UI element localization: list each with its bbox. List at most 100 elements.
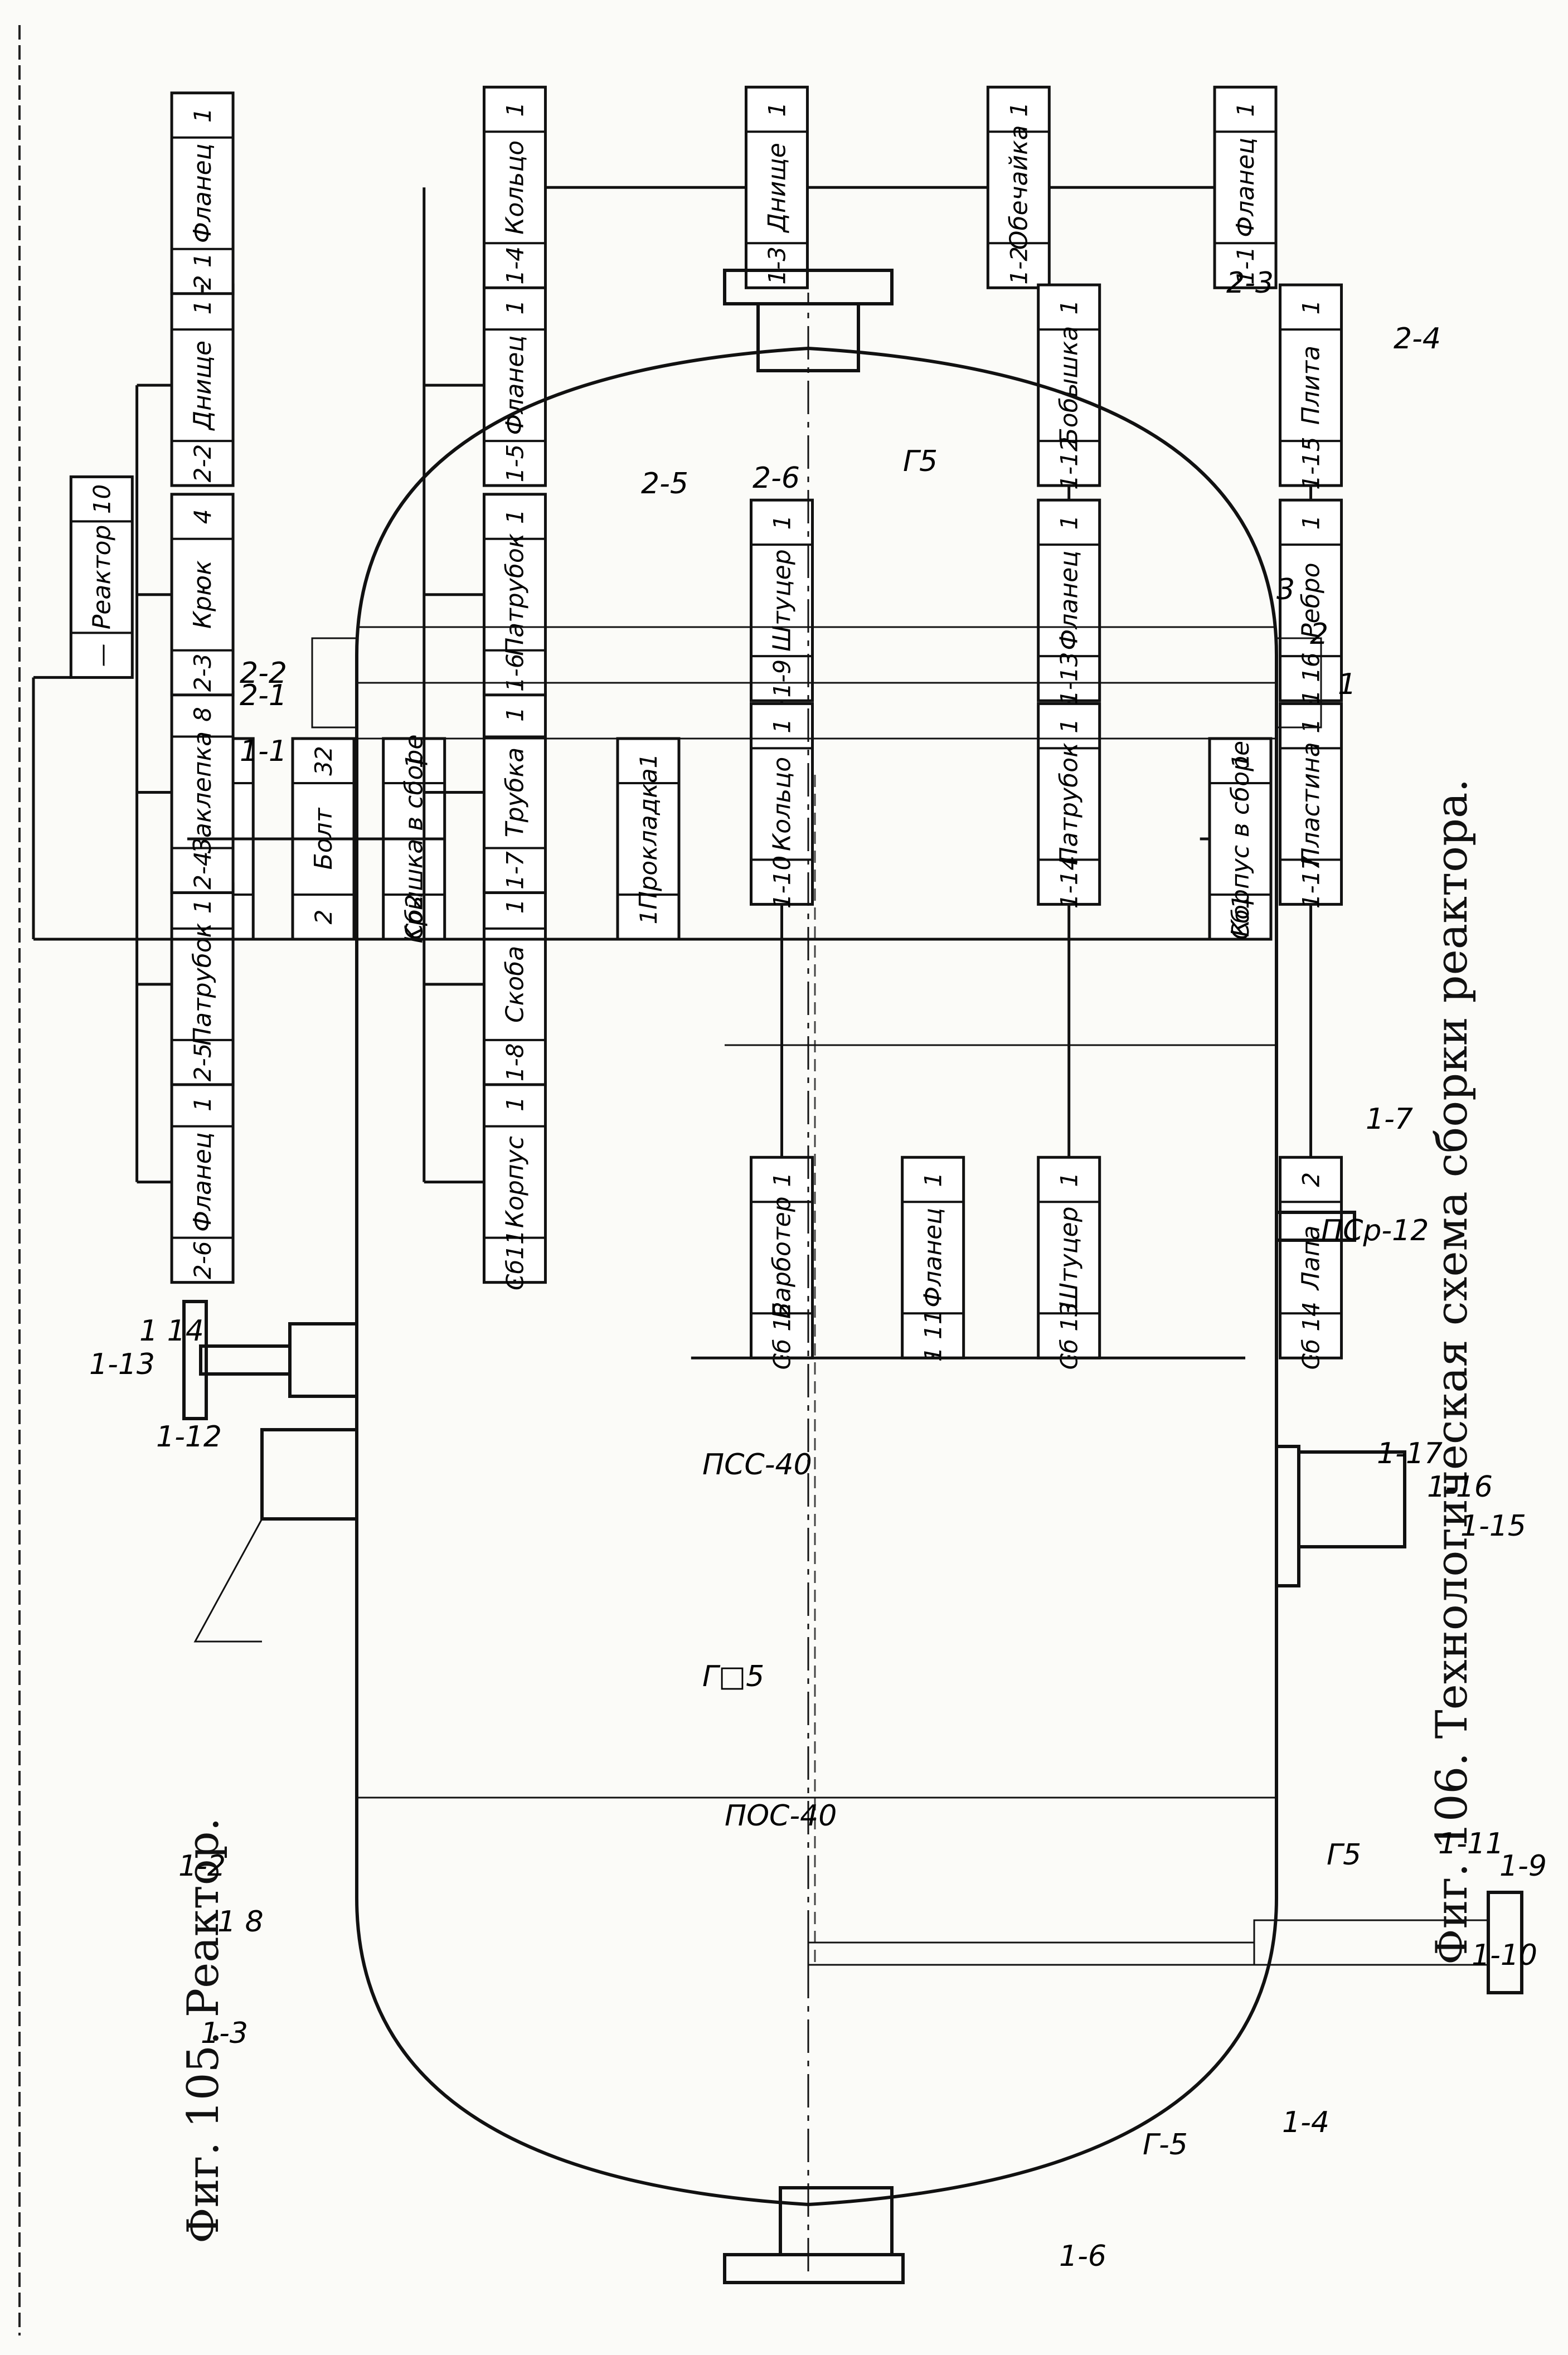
scheme-box-qty: 1 <box>501 899 528 914</box>
scheme-box-code: 1-14 <box>1056 856 1083 909</box>
scheme-box-qty: 1 <box>501 1096 528 1111</box>
scheme-box-f-1-16: 1 16 Ребро 1 <box>1279 498 1343 705</box>
reactor-label-1-6: 1-6 <box>1059 2240 1106 2273</box>
scheme-box-qty: 1 <box>920 1172 947 1187</box>
scheme-box-name: Плита <box>1297 346 1326 425</box>
scheme-box-code: 1-1 <box>1232 246 1259 285</box>
scheme-box-frame <box>69 475 134 679</box>
scheme-box-qty: 1 <box>1005 102 1032 117</box>
scheme-box-qty: 1 <box>1056 1172 1083 1187</box>
scheme-box-f-1-3: 1-3 Днище 1 <box>744 85 809 289</box>
reactor-label-2-3: 2-3 <box>1226 266 1274 300</box>
lug-plate <box>1275 1445 1300 1587</box>
scheme-box-name: Фланец <box>919 1208 948 1308</box>
scheme-box-qty: 1 <box>1298 515 1325 530</box>
scheme-box-code: 1-3 <box>763 246 790 285</box>
scheme-box-name: Днище <box>188 341 217 431</box>
scheme-box-code: 2-5 <box>189 1043 216 1082</box>
reactor-label-1-7: 1-7 <box>1366 1103 1413 1136</box>
bolt-left <box>311 637 358 729</box>
scheme-box-name: Патрубок <box>501 533 529 656</box>
scheme-box-name: Фланец <box>1231 138 1260 237</box>
scheme-box-code: 1-6 <box>501 653 528 692</box>
scheme-box-code: 1-4 <box>501 246 528 285</box>
reactor-label-2-2: 2-2 <box>240 657 287 690</box>
side-nozzle-flange <box>1487 1891 1523 1994</box>
reactor-label-2: 2 <box>1310 618 1328 651</box>
scheme-box-qty: 1 <box>1232 102 1259 117</box>
reactor-label-2-4: 2-4 <box>1394 322 1441 356</box>
reactor-label-2-5: 2-5 <box>641 467 688 501</box>
scheme-box-name: Прокладка <box>634 768 663 910</box>
scheme-box-name: Кольцо <box>501 140 529 235</box>
scheme-box-f-1-15: 1-15 Плита 1 <box>1279 283 1343 490</box>
scheme-box-code: 2 1 <box>189 253 216 290</box>
scheme-box-name: Ребро <box>1297 562 1326 638</box>
scheme-box-f-2-6: 2-6 Фланец 1 <box>170 1080 235 1284</box>
scheme-box-qty: 1 <box>501 509 528 524</box>
scheme-box-qty: 1 <box>763 102 790 117</box>
scheme-box-qty: 1 <box>1298 718 1325 734</box>
scheme-box-reaktor: — Реактор 10 <box>69 475 134 679</box>
scheme-box-code: 1 16 <box>1298 652 1325 705</box>
reactor-label-g5-top: Г5 <box>903 445 938 478</box>
scheme-box-qty: 1 <box>1227 754 1254 769</box>
scheme-box-qty: 1 <box>769 1172 796 1187</box>
reactor-label-1-17: 1-17 <box>1377 1437 1443 1470</box>
pipe-1-14 <box>199 1344 292 1376</box>
scheme-box-code: 1-15 <box>1298 436 1325 489</box>
scheme-box-qty: 8 <box>189 707 216 722</box>
scheme-box-qty: 1 <box>1298 300 1325 315</box>
reactor-label-1-16: 1-16 <box>1427 1470 1493 1504</box>
lug-left <box>260 1428 357 1521</box>
scheme-box-name: Трубка <box>501 747 529 838</box>
scheme-box-qty: 1 <box>769 718 796 734</box>
scheme-box-qty: 1 <box>1056 718 1083 734</box>
scheme-box-name: Барботер <box>768 1196 797 1319</box>
reactor-label-1: 1 <box>1338 668 1356 701</box>
boss-1-12 <box>288 1322 358 1398</box>
scheme-box-code: 2-3 <box>189 653 216 692</box>
reactor-label-1-14: 1 14 <box>139 1314 204 1348</box>
reactor-label-pcr12: ПСр-12 <box>1321 1214 1429 1247</box>
scheme-box-qty: 4 <box>189 509 216 524</box>
scheme-box-code: 1-10 <box>769 856 796 909</box>
scheme-box-name: Днище <box>763 143 791 233</box>
reactor-label-1-8: 1 8 <box>217 1905 264 1939</box>
reactor-label-1-3: 1-3 <box>201 2017 248 2050</box>
scheme-box-qty: 2 <box>1298 1172 1325 1187</box>
tube-1-7 <box>1275 1211 1356 1242</box>
scheme-box-code: 2 <box>310 910 337 925</box>
scheme-box-code: 2-4 <box>189 851 216 890</box>
scheme-box-name: Корпус в сборе <box>1226 741 1255 937</box>
scheme-box-code: 1-9 <box>769 659 796 698</box>
scheme-box-name: Фланец <box>188 1132 217 1232</box>
scheme-box-name: Скоба <box>501 946 529 1023</box>
top-nozzle-flange <box>723 269 894 305</box>
side-nozzle <box>1253 1919 1489 1966</box>
scheme-box-code: 1-12 <box>1056 436 1083 489</box>
scheme-box-name: Реактор <box>88 525 116 630</box>
scheme-box-qty: 1 <box>189 1096 216 1111</box>
bubbler-pipe <box>807 1941 1255 1966</box>
scheme-box-name: Пластина <box>1297 742 1326 866</box>
scheme-box-code: — <box>88 643 115 667</box>
scheme-box-qty: 1 <box>501 707 528 722</box>
scheme-box-code: 2-6 <box>189 1241 216 1279</box>
scheme-box-qty: 10 <box>88 484 115 514</box>
scheme-box-code: 1-13 <box>1056 652 1083 705</box>
reactor-label-1-13: 1-13 <box>89 1348 155 1381</box>
